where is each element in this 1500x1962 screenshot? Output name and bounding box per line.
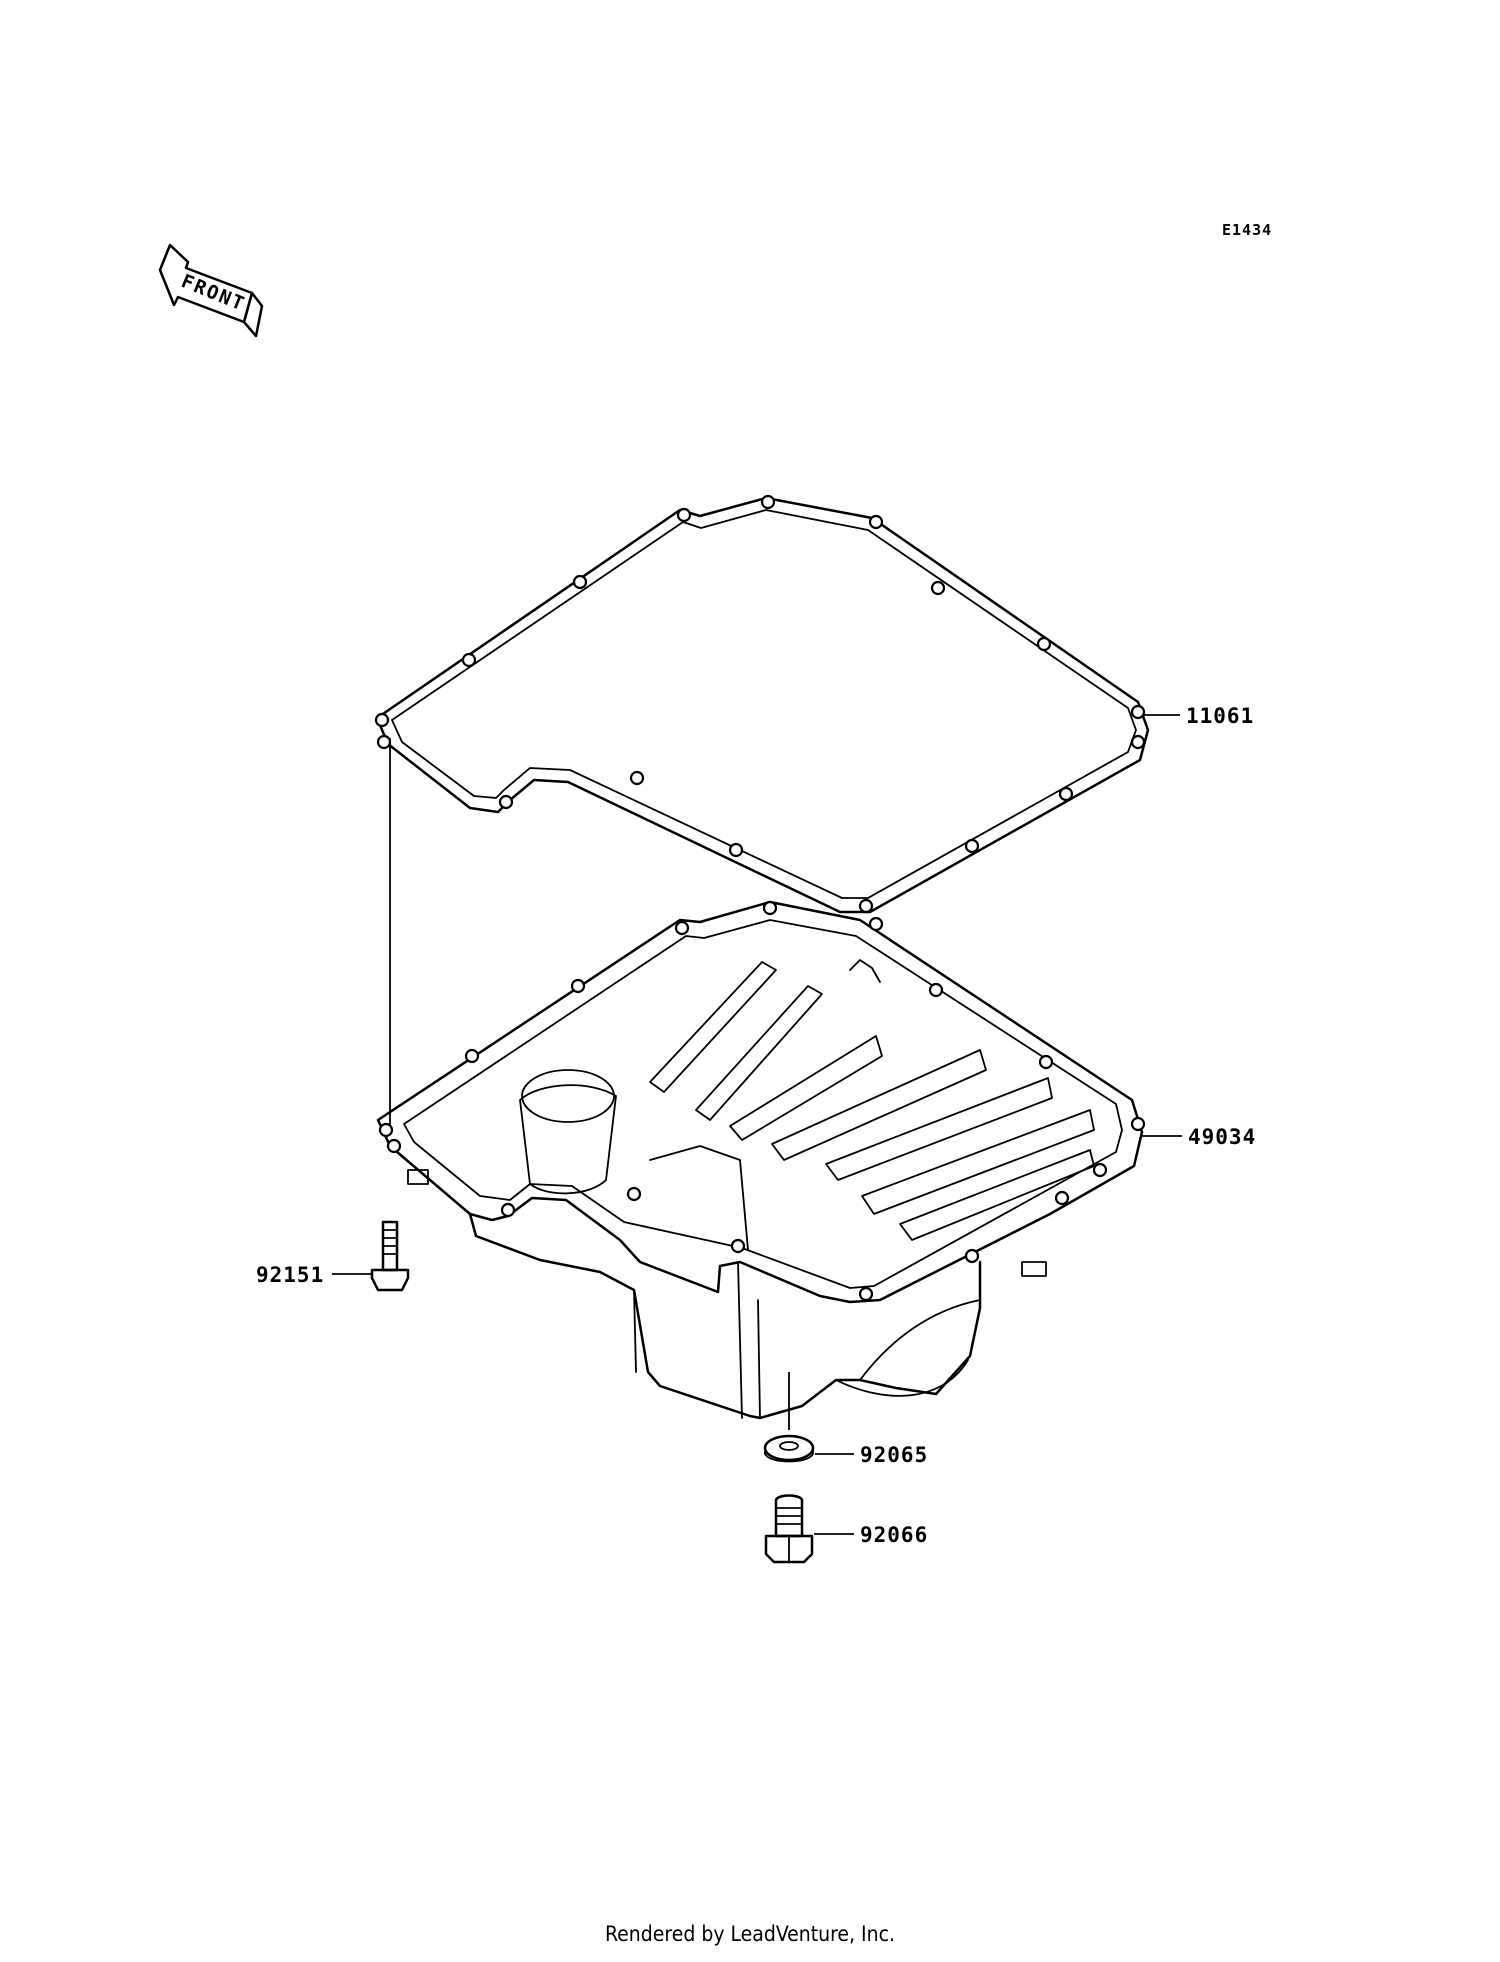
pan-bolt-holes xyxy=(378,900,1146,1302)
footer-credit: Rendered by LeadVenture, Inc. xyxy=(605,1922,895,1946)
part-number-92066[interactable]: 92066 xyxy=(860,1523,928,1547)
drain-plug-92066[interactable] xyxy=(764,1494,814,1564)
washer-92065[interactable] xyxy=(763,1434,815,1463)
front-arrow-icon: FRONT xyxy=(158,243,264,338)
gasket-bolt-holes xyxy=(374,494,1146,914)
part-number-92151[interactable]: 92151 xyxy=(256,1263,324,1287)
part-number-49034[interactable]: 49034 xyxy=(1188,1125,1256,1149)
oil-pan-49034[interactable] xyxy=(376,900,1146,1420)
gasket-11061[interactable] xyxy=(374,494,1150,914)
part-number-11061[interactable]: 11061 xyxy=(1186,704,1254,728)
pan-internal-ribs xyxy=(407,959,1095,1277)
part-number-92065[interactable]: 92065 xyxy=(860,1443,928,1467)
diagram-id: E1434 xyxy=(1222,221,1272,239)
bolt-92151[interactable] xyxy=(370,1220,410,1292)
